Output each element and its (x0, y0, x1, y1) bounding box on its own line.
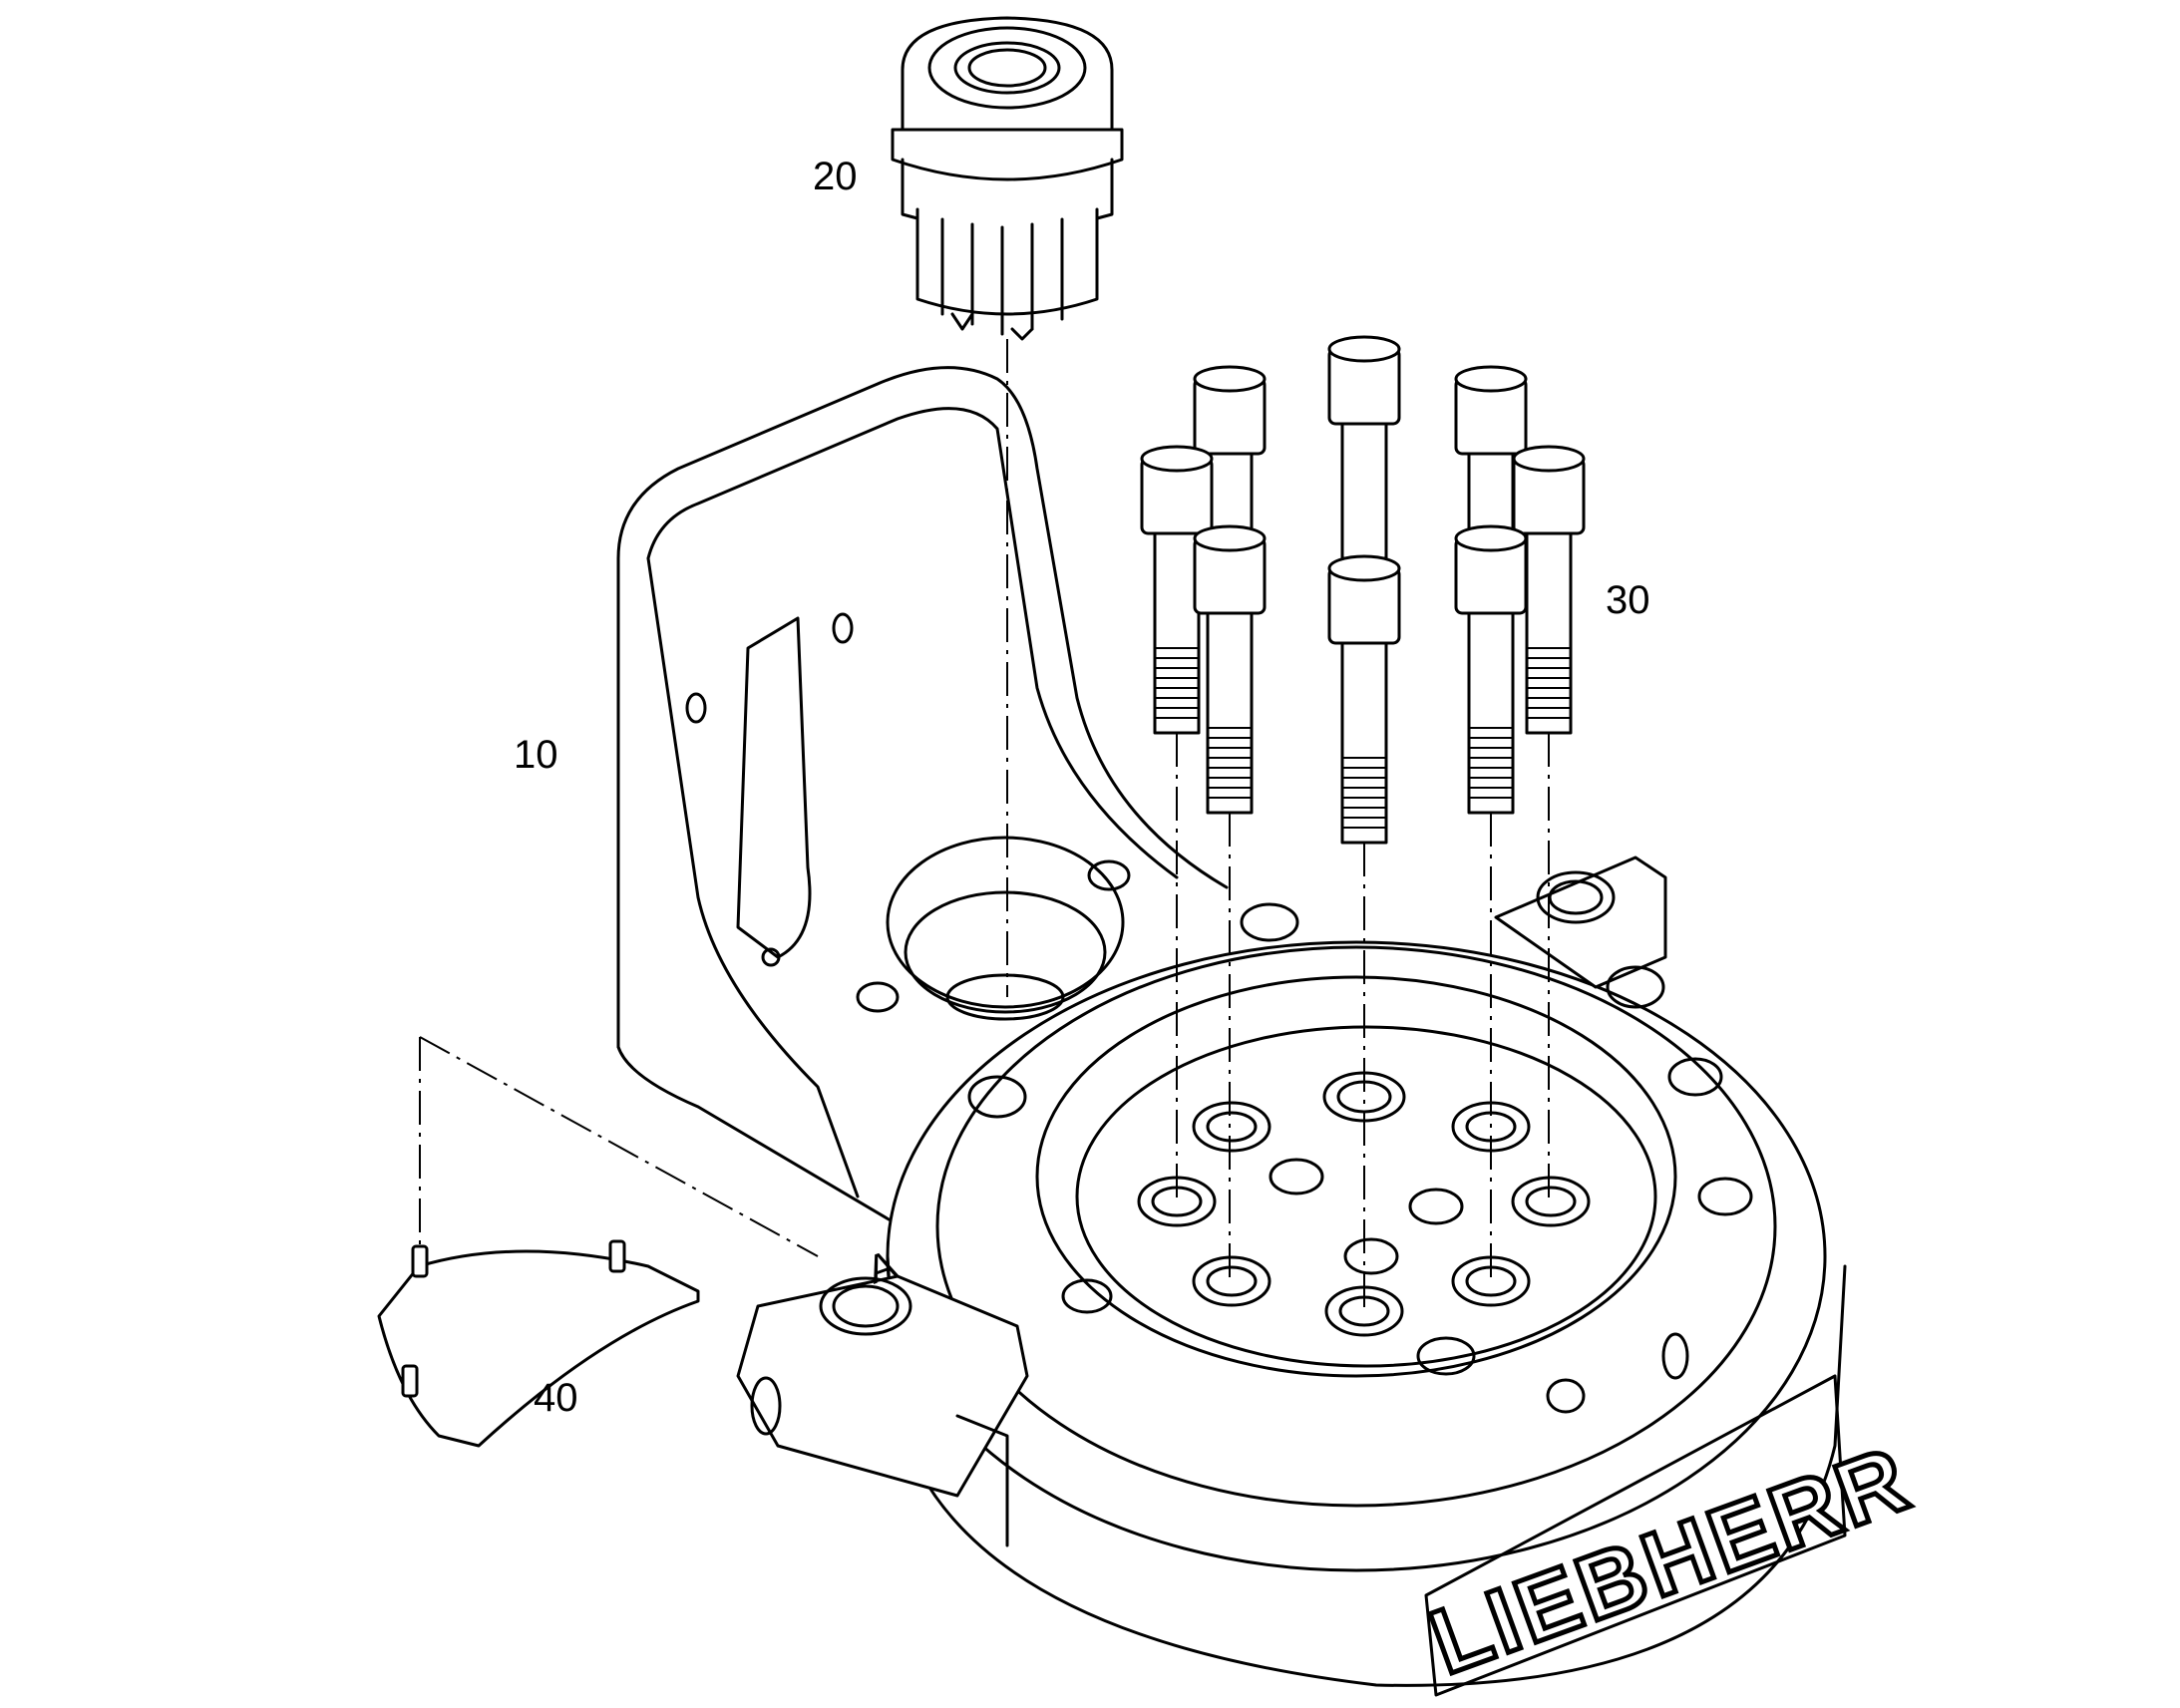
screw (1140, 445, 1214, 735)
callout-shim-plate: 40 (534, 1376, 578, 1420)
screw (1193, 524, 1267, 815)
screw (1327, 335, 1401, 560)
center-lines (419, 339, 1550, 1311)
callout-screws: 30 (1606, 578, 1650, 622)
callout-pinion: 20 (813, 155, 858, 198)
screws (1140, 335, 1586, 845)
base-housing: LIEBHERR A (616, 366, 1926, 1697)
pinion (891, 16, 1124, 341)
screw (1454, 524, 1528, 815)
screw (1327, 554, 1401, 845)
callout-base-housing: 10 (514, 733, 558, 777)
screw (1512, 445, 1586, 735)
shim-plate (377, 1239, 700, 1448)
